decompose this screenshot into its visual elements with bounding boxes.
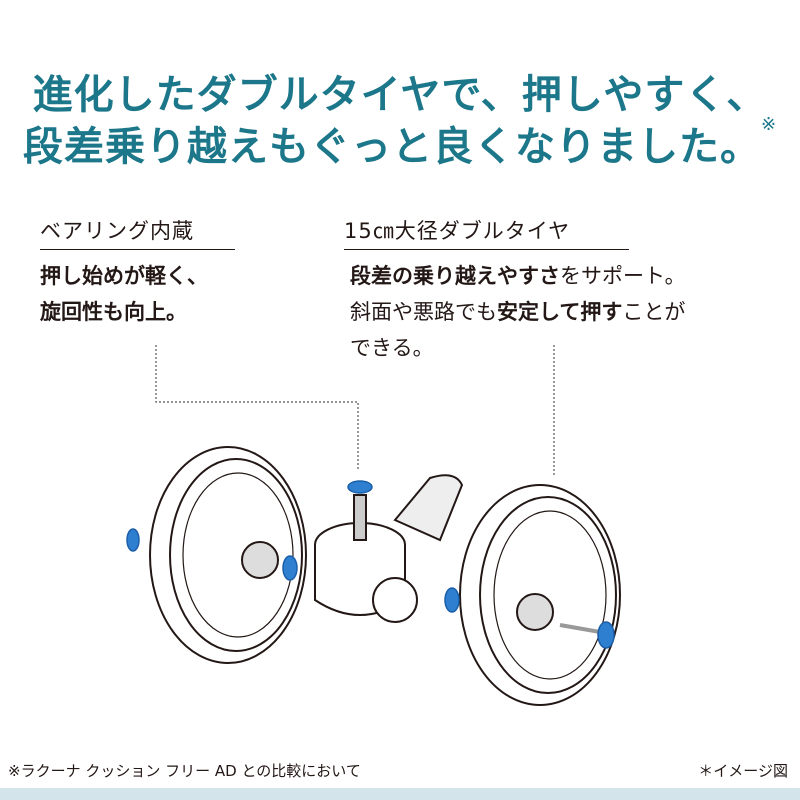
caster-body	[314, 474, 464, 623]
headline-line2: 段差乗り越えもぐっと良くなりました。※	[0, 114, 800, 172]
tire-normal4: できる。	[350, 336, 434, 360]
feature-bearing-line1: 押し始めが軽く、	[40, 264, 208, 288]
footnote: ※ラクーナ クッション フリー AD との比較において	[8, 762, 361, 780]
headline-line2-text: 段差乗り越えもぐっと良くなりました。	[22, 124, 761, 170]
bottom-strip	[0, 788, 800, 800]
tire-bold2: 安定して押す	[497, 300, 623, 324]
feature-tire-body: 段差の乗り越えやすさをサポート。 斜面や悪路でも安定して押すことが できる。	[350, 258, 686, 366]
right-wheel	[459, 484, 621, 706]
tire-normal3: ことが	[622, 300, 686, 324]
bearing-icons	[126, 480, 615, 649]
leader-lines	[155, 345, 555, 475]
headline-mark: ※	[760, 114, 778, 135]
feature-tire-heading: 15㎝大径ダブルタイヤ	[344, 215, 629, 250]
tire-bold1: 段差の乗り越えやすさ	[350, 264, 560, 288]
tire-normal2: 斜面や悪路でも	[350, 300, 497, 324]
feature-bearing-line2: 旋回性も向上。	[40, 300, 187, 324]
feature-bearing-body: 押し始めが軽く、 旋回性も向上。	[40, 258, 208, 330]
left-wheel	[149, 446, 307, 664]
tire-normal1: をサポート。	[560, 264, 686, 288]
headline-line1: 進化したダブルタイヤで、押しやすく、	[32, 72, 768, 118]
image-note: ＊イメージ図	[698, 762, 788, 780]
feature-bearing-heading: ベアリング内蔵	[40, 215, 235, 250]
